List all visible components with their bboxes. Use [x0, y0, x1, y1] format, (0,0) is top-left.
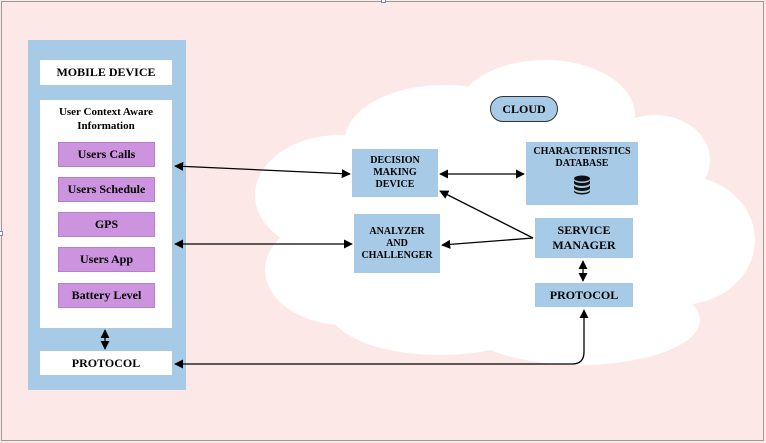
context-item-gps: GPS — [58, 212, 155, 237]
arrow-context-to-decision — [174, 161, 351, 179]
arrow-service-to-decision — [439, 190, 534, 239]
mobile-protocol-box: PROTOCOL — [40, 351, 172, 375]
selection-handle-top[interactable] — [381, 0, 386, 3]
arrow-service-to-analyzer — [441, 237, 534, 249]
analyzer-and-challenger-box: ANALYZER AND CHALLENGER — [354, 214, 440, 273]
user-context-heading: User Context Aware Information — [58, 106, 154, 132]
cloud-label: CLOUD — [490, 96, 558, 122]
decision-making-device-box: DECISION MAKING DEVICE — [352, 149, 438, 197]
context-item-users-app: Users App — [58, 247, 155, 272]
context-item-users-calls: Users Calls — [58, 142, 155, 167]
context-item-users-schedule: Users Schedule — [58, 177, 155, 202]
mobile-device-title: MOBILE DEVICE — [40, 60, 172, 85]
context-item-battery-level: Battery Level — [58, 283, 155, 308]
cloud-protocol-box: PROTOCOL — [535, 283, 633, 307]
database-icon — [573, 175, 591, 199]
characteristics-database-box: CHARACTERISTICS DATABASE — [526, 142, 638, 205]
service-manager-box: SERVICE MANAGER — [535, 218, 633, 258]
selection-handle-left[interactable] — [0, 231, 3, 236]
characteristics-database-label: CHARACTERISTICS DATABASE — [533, 146, 631, 169]
arrow-mobile-protocol-to-cloud-protocol — [174, 309, 589, 369]
